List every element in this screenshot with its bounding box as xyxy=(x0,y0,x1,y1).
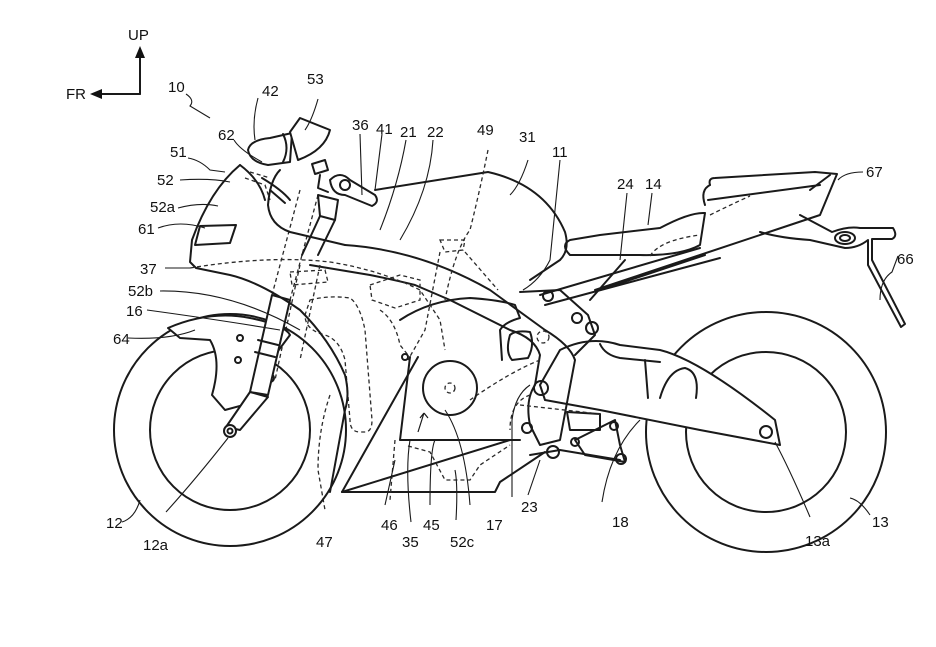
grip xyxy=(329,174,378,207)
label-air-passage-49: 49 xyxy=(477,122,494,139)
label-display: 61 xyxy=(138,221,155,238)
label-rear-axle: 13a xyxy=(805,533,831,550)
label-vehicle: 10 xyxy=(168,79,185,96)
label-side-cowl: 52b xyxy=(128,283,153,300)
rear-reflector xyxy=(834,231,856,245)
label-seat: 14 xyxy=(645,176,662,193)
label-pivot-frame: 23 xyxy=(521,499,538,516)
rear-fender-assembly xyxy=(759,214,906,328)
label-air-passage-46: 46 xyxy=(381,517,398,534)
label-swing-arm: 18 xyxy=(612,514,629,531)
headlight-windscreen xyxy=(247,117,331,166)
tail-section xyxy=(539,171,838,306)
label-grip: 41 xyxy=(376,121,393,138)
label-front-fender: 64 xyxy=(113,331,130,348)
air-duct-hidden-lines xyxy=(189,149,499,511)
front-cowl xyxy=(189,164,349,493)
seat xyxy=(564,211,706,257)
label-intake: 45 xyxy=(423,517,440,534)
side-fairing xyxy=(399,297,550,361)
label-main-frame: 22 xyxy=(427,124,444,141)
reference-labels: 10 42 53 62 51 52 52a 61 37 52b 16 64 36… xyxy=(106,71,914,554)
label-duct: 37 xyxy=(140,261,157,278)
handlebar-assembly xyxy=(301,159,378,256)
label-upper-cowl: 52a xyxy=(150,199,176,216)
up-label: UP xyxy=(128,27,149,44)
direction-indicator: UP FR xyxy=(66,27,149,103)
label-under-cowl: 52c xyxy=(450,534,475,551)
under-cowl xyxy=(341,356,546,493)
fuel-tank xyxy=(374,171,568,281)
label-body-frame: 11 xyxy=(552,144,568,161)
engine xyxy=(399,356,521,441)
rear-wheel xyxy=(645,311,887,553)
label-cowl: 51 xyxy=(170,144,187,161)
label-rear-fender: 66 xyxy=(897,251,914,268)
rear-axle xyxy=(759,425,773,439)
windscreen xyxy=(289,117,331,161)
front-arrow-icon xyxy=(90,89,102,99)
label-front-wheel: 12 xyxy=(106,515,123,532)
label-front-cowl: 52 xyxy=(157,172,174,189)
label-fuel-tank: 31 xyxy=(519,129,536,146)
label-windscreen: 53 xyxy=(307,71,324,88)
headlight xyxy=(247,132,293,166)
rear-linkage xyxy=(566,411,627,465)
label-tail-light: 67 xyxy=(866,164,883,181)
swing-arm xyxy=(539,340,781,446)
label-mirror: 62 xyxy=(218,127,235,144)
label-pivot: 17 xyxy=(486,517,503,534)
display xyxy=(194,224,237,246)
label-headlight: 42 xyxy=(262,83,279,100)
label-handlebar: 36 xyxy=(352,117,369,134)
label-head-pipe: 21 xyxy=(400,124,417,141)
label-air-passage-47: 47 xyxy=(316,534,333,551)
front-label: FR xyxy=(66,86,86,103)
label-engine: 35 xyxy=(402,534,419,551)
label-seat-frame: 24 xyxy=(617,176,634,193)
label-front-fork: 16 xyxy=(126,303,143,320)
up-arrow-icon xyxy=(135,46,145,58)
label-front-axle: 12a xyxy=(143,537,169,554)
leader-lines xyxy=(121,93,899,523)
label-rear-wheel: 13 xyxy=(872,514,889,531)
